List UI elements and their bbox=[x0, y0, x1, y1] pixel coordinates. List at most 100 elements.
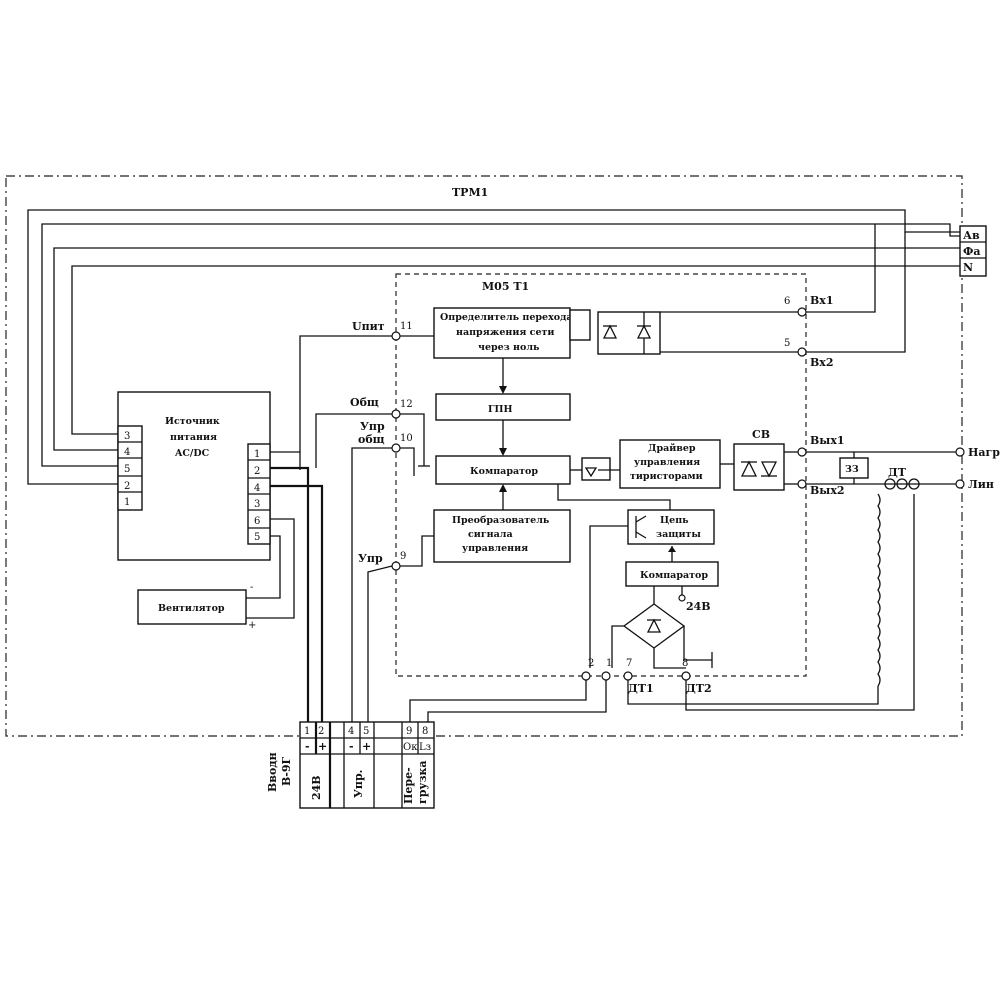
pin-label: 9 bbox=[400, 551, 406, 562]
connector-group-overload: Пере- bbox=[402, 767, 415, 804]
pin-label: 11 bbox=[400, 321, 413, 332]
connector-sign: - bbox=[305, 740, 310, 753]
connector-sign: Ок bbox=[403, 742, 418, 753]
svg-text:ЗЗ: ЗЗ bbox=[845, 464, 859, 475]
terminal-24v bbox=[678, 594, 686, 602]
terminal-10 bbox=[391, 443, 401, 453]
svg-text:управления: управления bbox=[634, 457, 700, 468]
signal-dt1: ДТ1 bbox=[628, 682, 654, 695]
connector-pin: 5 bbox=[363, 726, 369, 737]
signal-vyx1: Вых1 bbox=[810, 434, 845, 447]
svg-text:Преобразователь: Преобразователь bbox=[452, 515, 550, 526]
svg-text:сигнала: сигнала bbox=[468, 529, 513, 540]
psu-left-pin: 5 bbox=[124, 464, 130, 475]
zero-detector-block: Определитель перехода напряжения сети че… bbox=[433, 307, 573, 359]
svg-text:тиристорами: тиристорами bbox=[630, 471, 703, 482]
phase-terminal-label: Ав bbox=[963, 229, 980, 242]
psu-right-pin: 4 bbox=[254, 483, 260, 494]
psu-right-pin: 6 bbox=[254, 516, 260, 527]
pin-label: 7 bbox=[626, 658, 632, 669]
psu-title: Источник bbox=[165, 416, 220, 427]
phase-terminal-label: Фа bbox=[963, 245, 981, 258]
signal-upr: Упр bbox=[358, 552, 383, 565]
signal-24v: 24В bbox=[686, 600, 711, 613]
terminal-vyx1 bbox=[797, 447, 807, 457]
connector-sign: Lз bbox=[419, 742, 431, 753]
gpn-block: ГПН bbox=[435, 393, 571, 421]
mains-wires bbox=[27, 209, 960, 485]
terminal-vyx2 bbox=[797, 479, 807, 489]
psu-right-pin: 2 bbox=[254, 466, 260, 477]
connector-side-label: В-9Г bbox=[280, 756, 293, 786]
pin-label: 1 bbox=[606, 658, 612, 669]
sv-block: СВ bbox=[733, 428, 800, 491]
psu-right-pin: 3 bbox=[254, 499, 260, 510]
signal-dt2: ДТ2 bbox=[686, 682, 712, 695]
terminal-vx2 bbox=[797, 347, 807, 357]
terminal-9 bbox=[391, 561, 401, 571]
svg-text:Драйвер: Драйвер bbox=[648, 443, 696, 454]
signal-lin: Лин bbox=[968, 478, 994, 491]
connector-sign: + bbox=[318, 740, 327, 753]
dt-transformer: ДТ bbox=[627, 466, 920, 711]
block-arrows bbox=[499, 358, 507, 510]
signal-obsh: Общ bbox=[350, 396, 379, 409]
terminal-lin bbox=[955, 479, 965, 489]
pin-label: 10 bbox=[400, 433, 413, 444]
svg-text:Компаратор: Компаратор bbox=[640, 570, 708, 581]
connector-pin: 2 bbox=[318, 726, 324, 737]
pin-label: 5 bbox=[784, 338, 790, 349]
terminal-7 bbox=[623, 671, 633, 681]
psu-right-pin: 1 bbox=[254, 449, 260, 460]
psu-title: питания bbox=[170, 432, 217, 443]
trm1-title: ТРМ1 bbox=[452, 186, 488, 199]
connector-sign: + bbox=[362, 740, 371, 753]
pin-label: 6 bbox=[784, 296, 790, 307]
psu-left-pin: 1 bbox=[124, 497, 130, 508]
m05t1-module bbox=[395, 273, 807, 677]
connector-pin: 1 bbox=[304, 726, 310, 737]
signal-vyx2: Вых2 bbox=[810, 484, 845, 497]
connector-group-upr: Упр. bbox=[352, 770, 365, 799]
connector-group-overload: грузка bbox=[416, 760, 429, 804]
signal-upit: Uпит bbox=[352, 320, 385, 333]
psu-right-pin: 5 bbox=[254, 532, 260, 543]
driver-block: Драйвер управления тиристорами bbox=[619, 439, 721, 489]
fan-block: Вентилятор - + bbox=[137, 518, 295, 631]
pin-label: 8 bbox=[682, 658, 688, 669]
psu-block: 3 4 5 2 1 1 2 4 3 6 5 Источник питания A… bbox=[117, 391, 271, 561]
psu-left-pin: 3 bbox=[124, 431, 130, 442]
zz-block: ЗЗ bbox=[839, 452, 869, 484]
terminal-8 bbox=[681, 671, 691, 681]
terminal-12 bbox=[391, 409, 401, 419]
svg-text:защиты: защиты bbox=[656, 529, 701, 540]
svg-text:через ноль: через ноль bbox=[478, 342, 540, 353]
connector-sign: - bbox=[349, 740, 354, 753]
bottom-connector: 1 2 4 5 9 8 - + - + Ок Lз 24В Упр. Пере-… bbox=[266, 721, 435, 809]
pin-label: 2 bbox=[588, 658, 594, 669]
psu-left-pin: 2 bbox=[124, 481, 130, 492]
signal-vx2: Вх2 bbox=[810, 356, 834, 369]
fan-plus: + bbox=[248, 620, 256, 631]
terminal-11 bbox=[391, 331, 401, 341]
svg-text:напряжения сети: напряжения сети bbox=[456, 327, 554, 338]
terminal-nagr bbox=[955, 447, 965, 457]
signal-upr-obsh: Упр bbox=[360, 420, 385, 433]
signal-upr-obsh: общ bbox=[358, 433, 385, 446]
input-optocoupler bbox=[569, 309, 800, 355]
signal-vx1: Вх1 bbox=[810, 294, 834, 307]
comparator-block: Компаратор bbox=[435, 455, 571, 485]
svg-text:Цепь: Цепь bbox=[660, 515, 689, 526]
terminal-1 bbox=[601, 671, 611, 681]
psu-left-pin: 4 bbox=[124, 447, 130, 458]
pin-label: 12 bbox=[400, 399, 413, 410]
svg-text:Компаратор: Компаратор bbox=[470, 466, 538, 477]
svg-text:СВ: СВ bbox=[752, 428, 770, 441]
svg-text:ДТ: ДТ bbox=[888, 466, 907, 479]
m05t1-title: М05 Т1 bbox=[482, 280, 529, 293]
signal-converter-block: Преобразователь сигнала управления bbox=[433, 509, 571, 563]
svg-text:управления: управления bbox=[462, 543, 528, 554]
bridge-rectifier bbox=[611, 586, 713, 669]
connector-side-label: Вводн bbox=[266, 752, 279, 792]
